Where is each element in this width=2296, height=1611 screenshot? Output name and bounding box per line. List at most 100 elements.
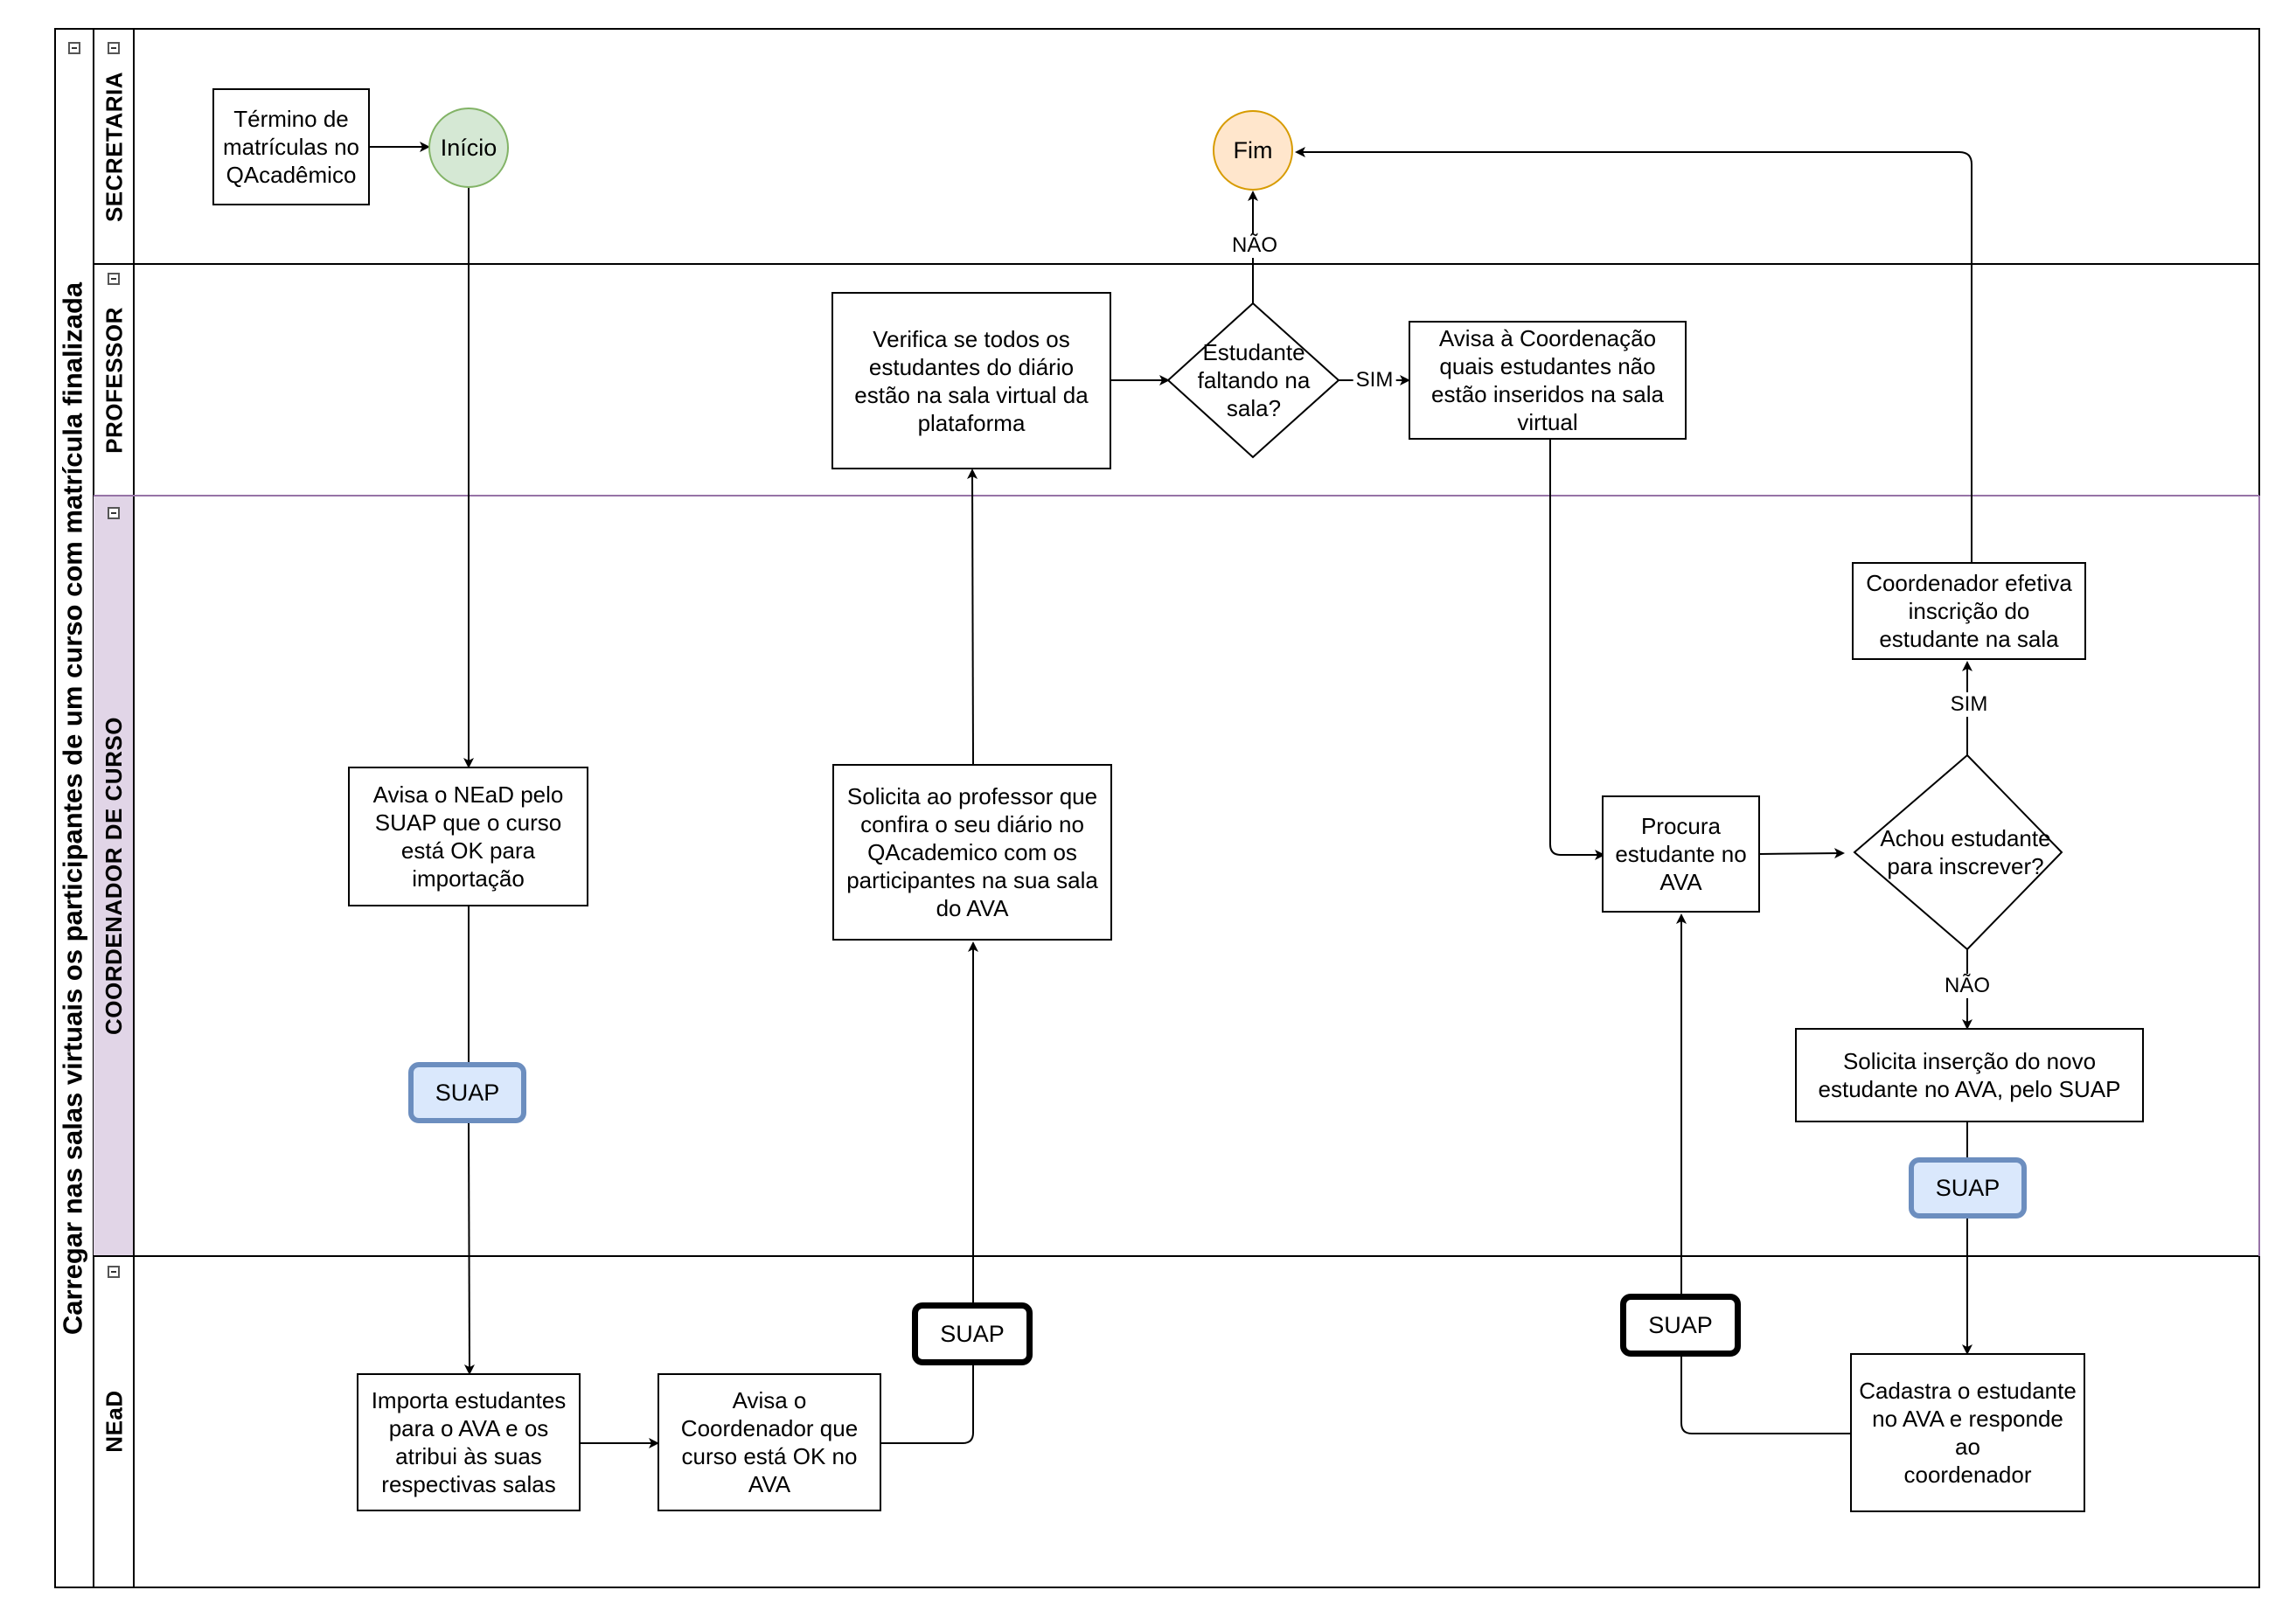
pool-title: Carregar nas salas virtuais os participa… [57, 281, 88, 1336]
node-label-line: importação [412, 865, 525, 892]
node-label-line: no AVA e responde ao [1872, 1406, 2063, 1460]
node-label: SUAP [940, 1320, 1005, 1348]
node-label-line: para o AVA e os [388, 1415, 549, 1441]
node-label-line: Avisa à Coordenação [1438, 325, 1657, 351]
node-label-line: sala? [1226, 395, 1282, 421]
node-label-line: Procura [1640, 813, 1722, 839]
node-label-line: do AVA [936, 895, 1009, 921]
lane-label-professor: PROFESSOR [101, 307, 127, 454]
node-label-line: coordenador [1903, 1462, 2032, 1488]
lane-label-coordenador: COORDENADOR DE CURSO [100, 717, 127, 1035]
node-label-line: para inscrever? [1887, 853, 2044, 879]
node-label-line: está OK para [400, 837, 536, 864]
node-label: Início [441, 134, 497, 162]
node-label: SUAP [435, 1079, 500, 1107]
data-suap-nead-2[interactable]: SUAP [1620, 1294, 1741, 1357]
node-label-line: atribui às suas [395, 1443, 542, 1469]
edge-procura-achou [1759, 848, 1845, 859]
node-label-line: virtual [1517, 409, 1578, 435]
edge-avisa-coord-procura [1549, 440, 1605, 860]
node-label-line: AVA [1659, 869, 1702, 895]
node-label-line: SUAP [1648, 1312, 1713, 1338]
node-label-line: Estudante [1202, 339, 1305, 365]
node-label-line: quais estudantes não [1439, 353, 1656, 379]
node-label-line: Coordenador que [680, 1415, 859, 1441]
start-event-inicio[interactable]: Início [428, 108, 509, 188]
edge-label-nao-fim: NÃO [1228, 233, 1281, 258]
end-event-fim[interactable]: Fim [1213, 110, 1293, 191]
node-label-line: estão inseridos na sala [1431, 381, 1664, 407]
data-suap-coordenador-2[interactable]: SUAP [1909, 1157, 2027, 1219]
node-label-line: Importa estudantes [371, 1387, 567, 1413]
node-label-line: Coordenador efetiva [1866, 570, 2072, 596]
lane-label-nead: NEaD [101, 1390, 127, 1453]
node-label-line: Cadastra o estudante [1859, 1378, 2077, 1404]
edge-coord-efetiva-fim [1295, 147, 1972, 563]
lane-label-secretaria: SECRETARIA [101, 71, 127, 223]
node-label-line: Solicita inserção do novo [1842, 1048, 2097, 1074]
lane-collapse-toggle-secretaria[interactable] [108, 42, 120, 54]
node-label-line: matrículas no [222, 134, 360, 160]
node-label-line: plataforma [917, 409, 1026, 436]
node-label-line: Achou estudante [1880, 825, 2051, 851]
node-label: SUAP [1936, 1174, 2000, 1202]
node-label-line: Término de [233, 106, 349, 132]
node-label-line: faltando na [1197, 367, 1311, 393]
node-label-line: Avisa o [732, 1387, 807, 1413]
node-label-line: confira o seu diário no [860, 811, 1084, 837]
node-label-line: QAcadêmico [226, 162, 357, 188]
edge-label-sim-efetiva: SIM [1947, 692, 1991, 717]
node-label-line: estudante no [1615, 841, 1747, 867]
node-label: SUAP [1648, 1311, 1713, 1339]
node-label-line: estão na sala virtual da [854, 381, 1089, 408]
node-label-line: QAcademico com os [867, 839, 1077, 865]
lane-collapse-toggle-coordenador[interactable] [108, 507, 120, 519]
node-label-line: estudantes do diário [868, 353, 1075, 380]
node-label-line: respectivas salas [381, 1471, 556, 1497]
lane-collapse-toggle-professor[interactable] [108, 273, 120, 285]
pool-collapse-toggle[interactable] [68, 42, 80, 54]
data-suap-nead-1[interactable]: SUAP [912, 1302, 1033, 1365]
lane-header-coordenador-bg [94, 496, 134, 1256]
edge-suap-importa [463, 1122, 475, 1375]
lane-collapse-toggle-nead[interactable] [108, 1266, 120, 1278]
node-label-line: AVA [748, 1471, 791, 1497]
node-label: Fim [1234, 136, 1273, 164]
decision-faltando-shape [1166, 302, 1340, 459]
node-label-line: SUAP [940, 1321, 1005, 1347]
edge-solicita-prof-verifica [967, 469, 978, 765]
data-suap-coordenador-1[interactable]: SUAP [408, 1062, 526, 1123]
edge-label-sim-avisa: SIM [1353, 368, 1396, 392]
node-label-line: inscrição do [1908, 598, 2030, 624]
node-label-line: Início [440, 135, 497, 161]
node-label-line: curso está OK no [681, 1443, 858, 1469]
node-label-line: SUAP [1935, 1175, 2000, 1201]
